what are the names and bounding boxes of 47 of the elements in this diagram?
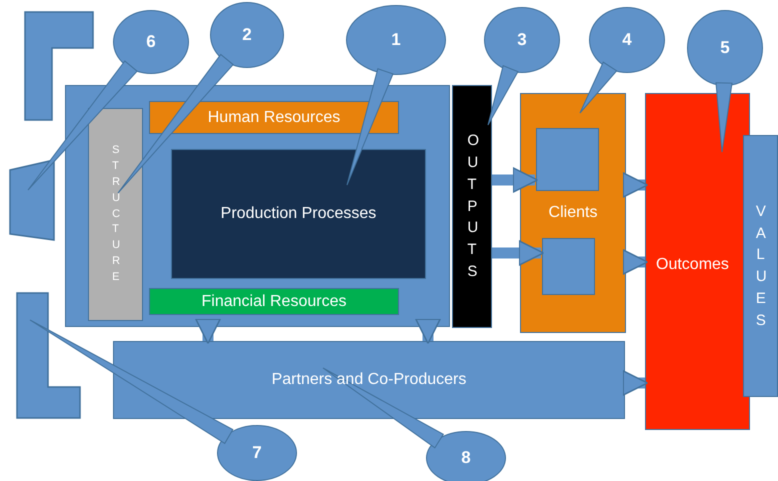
trapezoid-shape (10, 160, 54, 240)
structure-bar (88, 108, 143, 321)
block-arrow (195, 318, 221, 344)
block-arrow (415, 318, 441, 344)
block-arrow (622, 249, 648, 275)
partners-label: Partners and Co-Producers (272, 371, 466, 389)
callout-number: 4 (622, 30, 632, 50)
resource-label: Financial Resources (202, 292, 346, 310)
leader-line (346, 68, 394, 186)
callout-number: 2 (242, 25, 252, 45)
callout-bubble (217, 425, 297, 481)
clients-label: Clients (548, 204, 598, 222)
resource-bar (149, 101, 399, 134)
leader-line (322, 368, 444, 449)
outputs-label: OUTPUTS (467, 131, 477, 282)
callout-number: 8 (461, 448, 471, 468)
outputs-bar (452, 85, 492, 328)
leader-line (488, 65, 519, 126)
callout-number: 3 (517, 30, 527, 50)
leader-line (118, 54, 234, 194)
block-arrow (622, 172, 648, 198)
callout-number: 5 (720, 38, 730, 58)
client-box (542, 238, 595, 295)
leader-line (715, 82, 733, 152)
callout-number: 7 (252, 443, 262, 463)
block-arrow (622, 370, 648, 396)
resource-label: Human Resources (208, 108, 340, 126)
client-box (536, 128, 599, 191)
callout-bubble (426, 431, 506, 481)
callout-number: 6 (146, 32, 156, 52)
outcomes-label: Outcomes (656, 256, 729, 274)
structure-label: STRUCTURE (112, 142, 119, 286)
clients-box (520, 93, 626, 333)
block-arrow (492, 167, 538, 193)
leader-line (580, 61, 618, 114)
outcomes-box (645, 93, 750, 430)
values-label: VALUES (756, 202, 766, 330)
values-bar (743, 135, 778, 397)
process-box (171, 149, 426, 279)
resource-bar (149, 288, 399, 315)
bracket-shape (17, 293, 80, 418)
callout-number: 1 (391, 30, 401, 50)
leader-line (30, 320, 234, 444)
bracket-shape (25, 12, 93, 120)
leader-line (28, 60, 138, 190)
block-arrow (492, 240, 544, 266)
process-label: Production Processes (220, 205, 376, 223)
